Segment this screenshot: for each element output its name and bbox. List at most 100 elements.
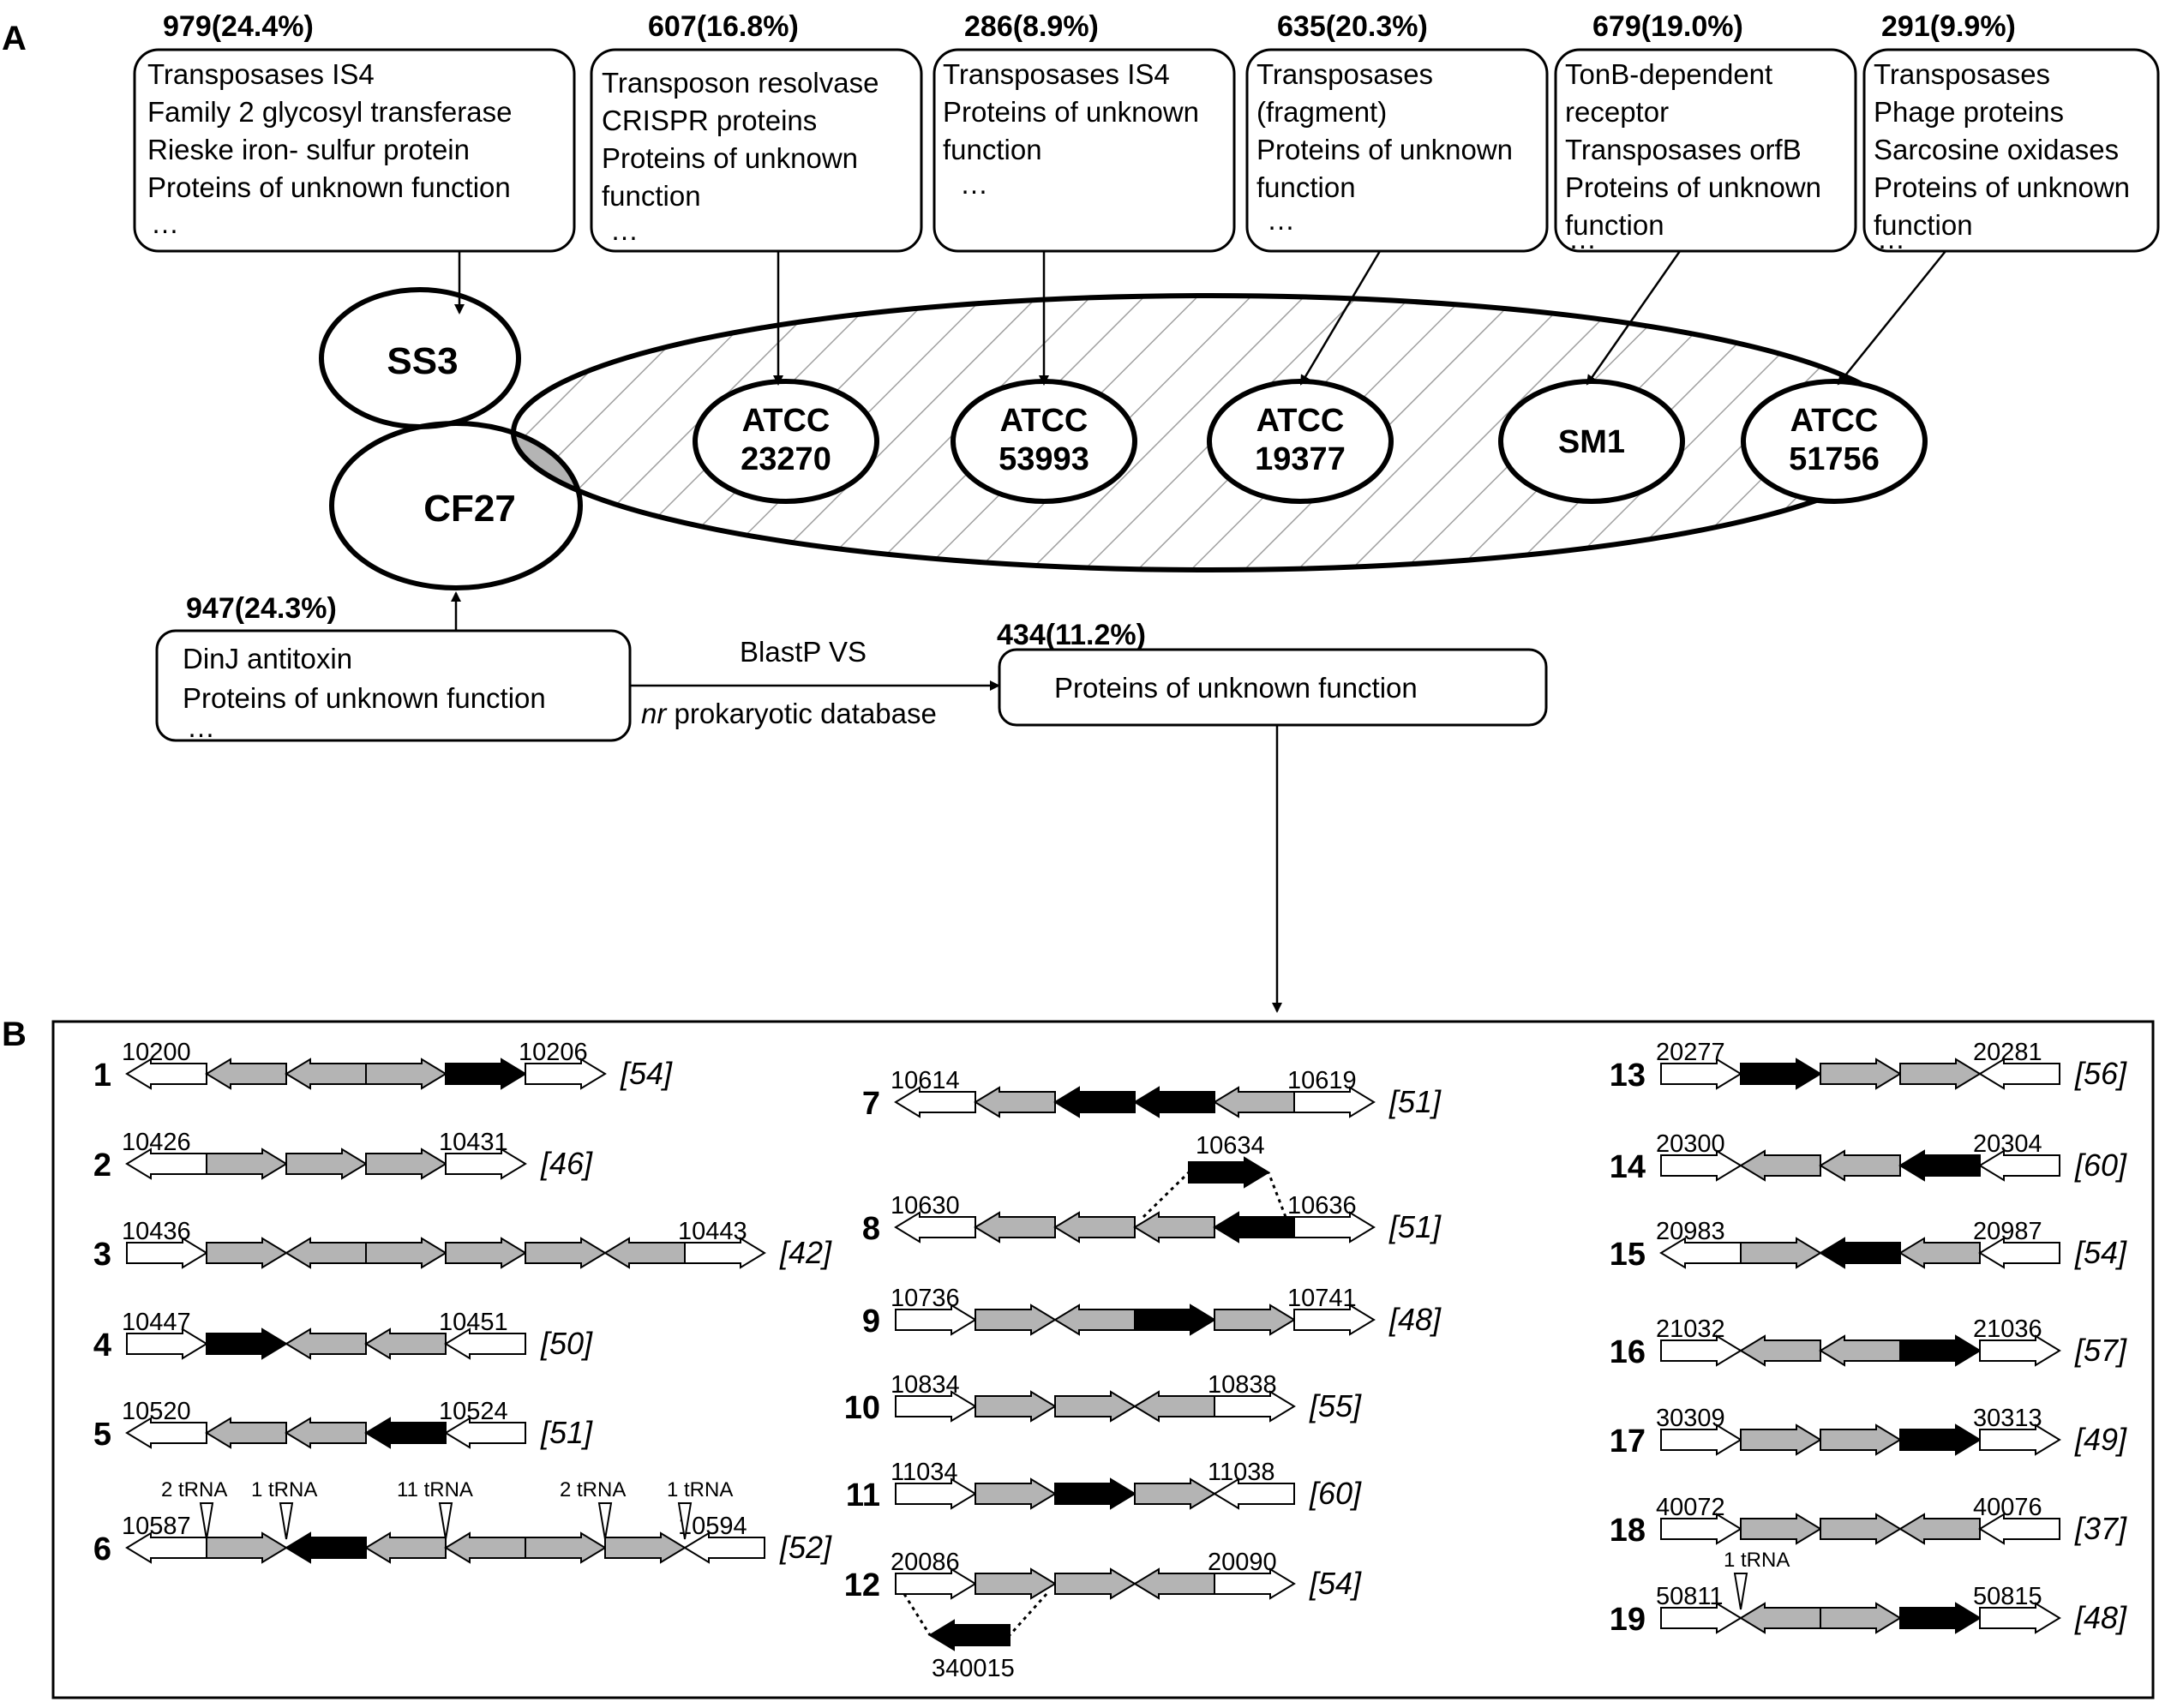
box-line: Proteins of unknown	[943, 96, 1199, 128]
gene-arrow	[1053, 1086, 1136, 1118]
trna-marker	[1733, 1573, 1748, 1610]
gc-length: [49]	[2074, 1422, 2127, 1457]
box-line: CRISPR proteins	[602, 105, 817, 136]
cluster-number: 10	[844, 1390, 880, 1426]
panel-a-label: A	[2, 20, 27, 57]
gene-arrow	[1660, 1058, 1742, 1090]
box-line: …	[1568, 223, 1597, 255]
start-gene-id: 20086	[891, 1549, 960, 1576]
gene-arrow	[895, 1303, 977, 1336]
cf27-ellipse	[329, 421, 583, 590]
blast-line1: BlastP VS	[740, 636, 867, 668]
gene-arrow	[1820, 1602, 1902, 1634]
trna-label: 1 tRNA	[1724, 1549, 1790, 1572]
start-gene-id: 10614	[891, 1067, 960, 1094]
end-gene-id: 11038	[1208, 1459, 1275, 1486]
box-line: Proteins of unknown	[1256, 134, 1513, 165]
gene-arrow	[206, 1237, 288, 1269]
gene-arrow	[1820, 1058, 1902, 1090]
gc-length: [60]	[1309, 1476, 1362, 1511]
box-count: 607(16.8%)	[648, 10, 799, 43]
gene-arrow	[1293, 1303, 1376, 1336]
start-gene-id: 20983	[1656, 1218, 1725, 1245]
gc-length: [51]	[1388, 1209, 1442, 1244]
gene-arrow	[1979, 1423, 2061, 1456]
gene-arrow	[1819, 1237, 1901, 1269]
gene-arrow	[1660, 1602, 1742, 1634]
gene-arrow	[1660, 1334, 1742, 1367]
gene-arrow	[125, 1058, 207, 1090]
gene-arrow	[1979, 1334, 2061, 1367]
gene-arrow	[974, 1211, 1056, 1244]
start-gene-id: 50811	[1656, 1583, 1724, 1610]
end-gene-id: 10838	[1208, 1371, 1277, 1399]
node-label: 23270	[741, 441, 831, 477]
top-connectors	[454, 250, 1946, 386]
gene-arrow	[444, 1417, 526, 1449]
gene-arrow	[444, 1531, 526, 1564]
box-line: function	[1874, 209, 1973, 241]
box-line: Proteins of unknown function	[183, 682, 546, 714]
gene-arrow	[444, 1327, 526, 1360]
node-atcc53993: ATCC 53993	[951, 379, 1137, 504]
node-atcc19377: ATCC 19377	[1207, 379, 1394, 504]
blast-line2: nr prokaryotic database	[641, 698, 937, 729]
gene-arrow	[1054, 1567, 1136, 1600]
gene-arrow	[364, 1417, 447, 1449]
gene-arrow	[1739, 1334, 1821, 1367]
top-box-6: 291(9.9%) Transposases Phage proteins Sa…	[1862, 10, 2160, 255]
end-gene-id: 10741	[1287, 1285, 1357, 1312]
gene-arrow	[1133, 1567, 1215, 1600]
end-gene-id: 10443	[678, 1218, 747, 1245]
gene-arrow	[895, 1390, 977, 1423]
box-line: Transposon resolvase	[602, 67, 879, 99]
end-gene-id: 21036	[1973, 1315, 2042, 1343]
trna-label: 2 tRNA	[161, 1478, 227, 1501]
box-line: TonB-dependent	[1565, 58, 1772, 90]
cluster-number: 3	[93, 1237, 111, 1273]
inserted-gene-id: 10634	[1196, 1132, 1265, 1160]
gene-arrow	[975, 1477, 1057, 1510]
gc-length: [37]	[2074, 1511, 2127, 1546]
box-count: 635(20.3%)	[1277, 10, 1428, 43]
end-gene-id: 20304	[1973, 1130, 2042, 1158]
gene-arrow	[1740, 1513, 1822, 1545]
gene-arrow	[126, 1327, 208, 1360]
node-label: ATCC	[742, 403, 831, 439]
trna-label: 1 tRNA	[667, 1478, 733, 1501]
gene-arrow	[1660, 1149, 1742, 1182]
gc-length: [42]	[779, 1235, 832, 1270]
cluster-number: 15	[1610, 1237, 1646, 1273]
gene-arrow	[928, 1619, 1011, 1651]
cluster-number: 11	[846, 1477, 880, 1513]
start-gene-id: 20277	[1656, 1039, 1725, 1066]
panel-b-label: B	[2, 1016, 27, 1053]
gene-arrow	[895, 1477, 977, 1510]
gene-arrow	[1978, 1237, 2060, 1269]
gene-arrow	[1739, 1149, 1821, 1182]
gc-length: [60]	[2074, 1148, 2127, 1183]
gc-length: [51]	[1388, 1084, 1442, 1119]
gene-arrow	[1133, 1086, 1215, 1118]
gc-length: [54]	[2074, 1235, 2127, 1270]
gene-arrow	[1214, 1567, 1296, 1600]
node-sm1: SM1	[1498, 379, 1685, 504]
trna-label: 1 tRNA	[251, 1478, 317, 1501]
start-gene-id: 20300	[1656, 1130, 1725, 1158]
box-line: receptor	[1565, 96, 1669, 128]
gene-arrow	[974, 1086, 1056, 1118]
gene-arrow	[1899, 1058, 1982, 1090]
gene-arrow	[894, 1086, 976, 1118]
gene-arrow	[445, 1058, 527, 1090]
blast-arrow: BlastP VS nr prokaryotic database	[630, 636, 1000, 729]
box-line: (fragment)	[1256, 96, 1387, 128]
gene-arrow	[1899, 1602, 1982, 1634]
end-gene-id: 10619	[1287, 1067, 1357, 1094]
box-line: Sarcosine oxidases	[1874, 134, 2119, 165]
box-line: function	[602, 180, 701, 212]
gene-arrow	[975, 1303, 1057, 1336]
